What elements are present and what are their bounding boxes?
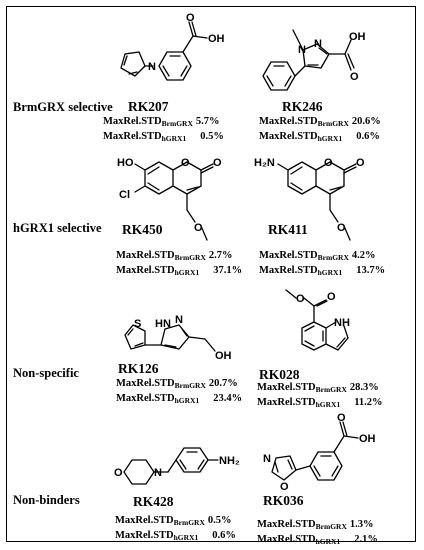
atom-label: O xyxy=(213,157,222,169)
std-value: 20.7% xyxy=(208,378,238,389)
compound-id: RK126 xyxy=(118,361,159,376)
std-value: 0.5% xyxy=(207,515,232,526)
std-label: MaxRel.STDhGRX1 xyxy=(116,265,200,277)
std-label: MaxRel.STDBrmGRX xyxy=(259,116,349,128)
atom-label: O xyxy=(324,157,333,169)
category-label: Non-specific xyxy=(13,366,79,380)
atom-label: H₂N xyxy=(254,157,275,169)
atom-label: O xyxy=(337,412,346,424)
figure-frame xyxy=(6,6,416,542)
atom-label: O xyxy=(350,71,359,83)
atom-label: OH xyxy=(349,31,366,43)
compound-id: RK246 xyxy=(282,99,323,114)
atom-label: Cl xyxy=(119,189,130,201)
std-value: 11.2% xyxy=(354,397,383,408)
atom-label: N xyxy=(298,44,306,56)
std-value: 0.6% xyxy=(212,530,236,541)
atom-label: N xyxy=(148,61,156,73)
std-value: 20.6% xyxy=(351,116,381,127)
compound-id: RK036 xyxy=(263,493,304,508)
std-value: 2.1% xyxy=(354,534,378,545)
compound-id: RK428 xyxy=(133,494,174,509)
structure-rk411: H₂N O O O xyxy=(254,157,365,241)
category-label: Non-binders xyxy=(13,493,80,507)
std-value: 0.6% xyxy=(356,131,380,142)
atom-label: N xyxy=(263,453,271,465)
std-label: MaxRel.STDhGRX1 xyxy=(115,530,199,542)
category-label: hGRX1 selective xyxy=(13,221,102,235)
std-label: MaxRel.STDhGRX1 xyxy=(257,534,341,546)
atom-label: N xyxy=(314,38,322,50)
atom-label: O xyxy=(280,481,289,493)
std-label: MaxRel.STDhGRX1 xyxy=(103,131,187,143)
structure-rk246: N N OH O xyxy=(262,29,366,91)
std-value: 1.3% xyxy=(349,519,374,530)
atom-label: NH₂ xyxy=(219,455,240,467)
atom-label: O xyxy=(356,157,365,169)
atom-label: NH xyxy=(334,317,350,329)
std-label: MaxRel.STDBrmGRX xyxy=(257,382,347,394)
atom-label: HO xyxy=(117,157,134,169)
atom-label: OH xyxy=(215,350,232,362)
std-label: MaxRel.STDBrmGRX xyxy=(116,250,206,262)
structure-rk428: O N NH₂ xyxy=(114,447,240,485)
std-label: MaxRel.STDBrmGRX xyxy=(257,519,347,531)
atom-label: O xyxy=(327,291,336,303)
std-label: MaxRel.STDBrmGRX xyxy=(259,250,349,262)
std-value: 2.7% xyxy=(208,250,233,261)
std-value: 28.3% xyxy=(349,382,379,393)
atom-label: O xyxy=(181,157,190,169)
std-label: MaxRel.STDhGRX1 xyxy=(116,393,200,405)
std-value: 5.7% xyxy=(195,116,220,127)
atom-label: O xyxy=(296,293,305,305)
compound-id: RK028 xyxy=(259,367,300,382)
std-value: 13.7% xyxy=(356,265,386,276)
atom-label: N xyxy=(154,467,162,479)
atom-label: OH xyxy=(208,33,225,45)
atom-label: N xyxy=(175,314,183,326)
std-label: MaxRel.STDBrmGRX xyxy=(103,116,193,128)
std-label: MaxRel.STDhGRX1 xyxy=(257,397,341,409)
std-value: 23.4% xyxy=(213,393,243,404)
structure-rk036: N O O OH xyxy=(263,412,376,493)
compound-id: RK450 xyxy=(122,222,163,237)
atom-label: O xyxy=(186,12,195,24)
category-label: BrmGRX selective xyxy=(13,100,113,114)
atom-label: S xyxy=(134,318,141,330)
std-label: MaxRel.STDhGRX1 xyxy=(259,131,343,143)
structure-rk028: O O NH xyxy=(285,289,350,351)
atom-label: O xyxy=(114,467,123,479)
compound-id: RK411 xyxy=(268,222,308,237)
std-label: MaxRel.STDBrmGRX xyxy=(116,378,206,390)
structure-rk126: S HN N OH xyxy=(124,314,232,362)
atom-label: OH xyxy=(359,433,376,445)
compound-id: RK207 xyxy=(128,99,169,114)
std-value: 4.2% xyxy=(351,250,376,261)
atom-label: O xyxy=(337,222,346,234)
atom-label: HN xyxy=(155,318,171,330)
structure-rk207: N O OH xyxy=(120,12,225,81)
structure-rk450: HO O O Cl O xyxy=(117,157,222,241)
atom-label: O xyxy=(194,222,203,234)
std-label: MaxRel.STDhGRX1 xyxy=(259,265,343,277)
std-value: 37.1% xyxy=(213,265,243,276)
std-value: 0.5% xyxy=(200,131,224,142)
std-label: MaxRel.STDBrmGRX xyxy=(115,515,205,527)
